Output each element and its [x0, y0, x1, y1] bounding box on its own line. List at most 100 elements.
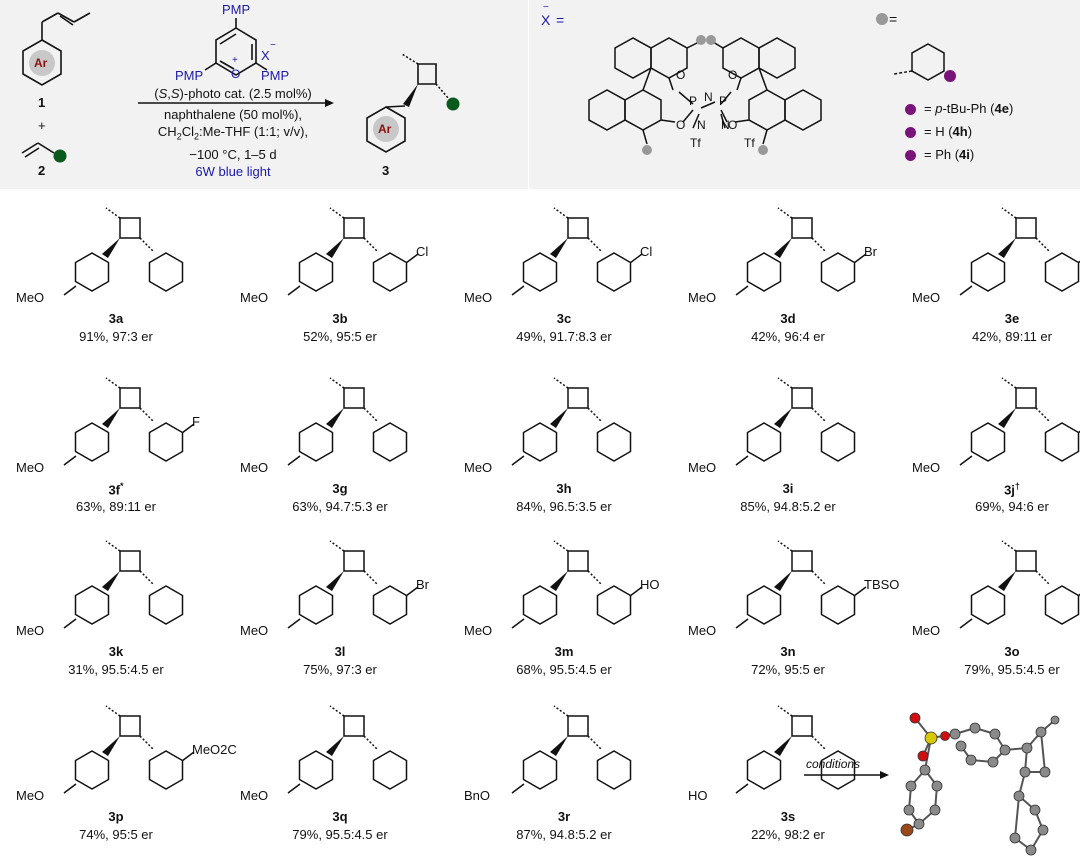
- compound-label-3l: 3l: [334, 644, 346, 659]
- catalyst-pmp-top: PMP: [222, 2, 251, 17]
- reactant1-ring: [22, 39, 62, 86]
- purple-dot: [905, 150, 916, 162]
- yield-er-3b: 52%, 95:5 er: [303, 329, 377, 344]
- yield-er-3q: 79%, 95.5:4.5 er: [292, 827, 388, 842]
- anion-p2: P: [719, 94, 728, 108]
- compound-label-3s: 3s: [780, 809, 796, 824]
- yield-er-3s: 22%, 98:2 er: [751, 827, 825, 842]
- product-structure-3k: [63, 540, 184, 629]
- reactant2-label: 2: [38, 163, 46, 178]
- panel-divider: [528, 0, 529, 189]
- compound-label-3d: 3d: [780, 311, 796, 326]
- para-group-3r: BnO: [464, 788, 491, 803]
- product-structure-3q: [287, 705, 408, 794]
- para-group-3e: MeO: [912, 290, 941, 305]
- catalyst-oxygen: O: [231, 67, 241, 81]
- condition-light: 6W blue light: [195, 163, 271, 179]
- compound-label-3q: 3q: [332, 809, 348, 824]
- yield-er-3c: 49%, 91.7:8.3 er: [516, 329, 612, 344]
- para-group-3h: MeO: [464, 460, 493, 475]
- catalyst-pmp-left: PMP: [175, 68, 204, 83]
- reaction-scheme-panel: [0, 0, 1080, 189]
- para-group-3i: MeO: [688, 460, 717, 475]
- ar-label-product: Ar: [378, 122, 392, 136]
- para-group-3d: MeO: [688, 290, 717, 305]
- substituent-3b: Cl: [416, 244, 429, 259]
- xray-arrow: [804, 771, 889, 779]
- grey-dot: [642, 145, 652, 155]
- substituent-3n: TBSO: [864, 577, 900, 592]
- condition-solvent: CH2Cl2:Me-THF (1:1; v/v),: [157, 124, 309, 142]
- yield-er-3g: 63%, 94.7:5.3 er: [292, 499, 388, 514]
- anion-structure: [588, 35, 822, 155]
- yield-er-3e: 42%, 89:11 er: [972, 329, 1052, 344]
- product-structure-3n: [735, 540, 867, 629]
- aryl-legend-icon: [876, 13, 956, 82]
- substituent-3l: Br: [416, 577, 429, 592]
- product-structure-3l: [287, 540, 419, 629]
- product-structure-3e: [959, 207, 1080, 296]
- yield-er-3k: 31%, 95.5:4.5 er: [68, 662, 164, 677]
- grey-dot: [696, 35, 706, 45]
- compound-label-3m: 3m: [554, 644, 574, 659]
- anion-o3: O: [728, 68, 738, 82]
- product-structure-3f: [63, 377, 195, 466]
- alkene-substituent-dot: [53, 149, 67, 163]
- product-label: 3: [382, 163, 390, 178]
- plus-sign: +: [38, 118, 46, 133]
- product-structure-3i: [735, 377, 856, 466]
- anion-o2: O: [676, 118, 686, 132]
- reactant1-label: 1: [38, 95, 46, 110]
- para-group-3j: MeO: [912, 460, 941, 475]
- oxygen-atom: [909, 712, 921, 724]
- compound-label-3p: 3p: [108, 809, 124, 824]
- anion-p1: P: [689, 94, 698, 108]
- oxygen-atom: [940, 731, 950, 741]
- para-group-3n: MeO: [688, 623, 717, 638]
- para-group-3c: MeO: [464, 290, 493, 305]
- para-group-3p: MeO: [16, 788, 45, 803]
- substituent-3p: MeO2C: [192, 742, 237, 757]
- para-group-3s: HO: [688, 788, 708, 803]
- para-group-3l: MeO: [240, 623, 269, 638]
- anion-o4: O: [728, 118, 738, 132]
- sulfur-atom: [924, 731, 938, 745]
- substituent-3d: Br: [864, 244, 877, 259]
- oxygen-atom: [917, 750, 929, 762]
- product-structure-3p: [63, 705, 195, 794]
- yield-er-3i: 85%, 94.8:5.2 er: [740, 499, 836, 514]
- anion-n2: N: [721, 118, 730, 132]
- purple-dot: [905, 127, 916, 139]
- anion-n-bridge: N: [704, 90, 713, 104]
- compound-label-3b: 3b: [332, 311, 348, 326]
- yield-er-3j: 69%, 94:6 er: [975, 499, 1049, 514]
- product-structure-3d: [735, 207, 867, 296]
- catalyst-counterion: X: [261, 48, 270, 63]
- para-group-3a: MeO: [16, 290, 45, 305]
- anion-tf2: Tf: [744, 136, 755, 150]
- legend-item-4i: = Ph (4i): [905, 147, 974, 162]
- condition-additive: naphthalene (50 mol%),: [163, 107, 303, 122]
- xray-structure: [900, 712, 1060, 856]
- anion-x-label: X: [541, 12, 551, 28]
- compound-label-3c: 3c: [556, 311, 572, 326]
- legend-item-4e: = p-tBu-Ph (4e): [905, 101, 1013, 116]
- reaction-scheme: [21, 12, 460, 163]
- anion-n1: N: [697, 118, 706, 132]
- compound-label-3g: 3g: [332, 481, 348, 496]
- para-group-3f: MeO: [16, 460, 45, 475]
- product-structure-3a: [63, 207, 184, 296]
- grey-dot: [706, 35, 716, 45]
- ar-label-reactant: Ar: [34, 56, 48, 70]
- product-structure-3o: [959, 540, 1080, 629]
- purple-dot: [905, 104, 916, 116]
- yield-er-3f: 63%, 89:11 er: [76, 499, 156, 514]
- compound-label-3f: 3f*: [108, 481, 124, 498]
- substituent-3f: F: [192, 414, 200, 429]
- compound-label-3j: 3j†: [1004, 481, 1020, 498]
- compound-label-3o: 3o: [1004, 644, 1020, 659]
- product-structure-3b: [287, 207, 419, 296]
- compound-label-3h: 3h: [556, 481, 572, 496]
- grey-dot-equals: =: [889, 11, 898, 27]
- para-group-3o: MeO: [912, 623, 941, 638]
